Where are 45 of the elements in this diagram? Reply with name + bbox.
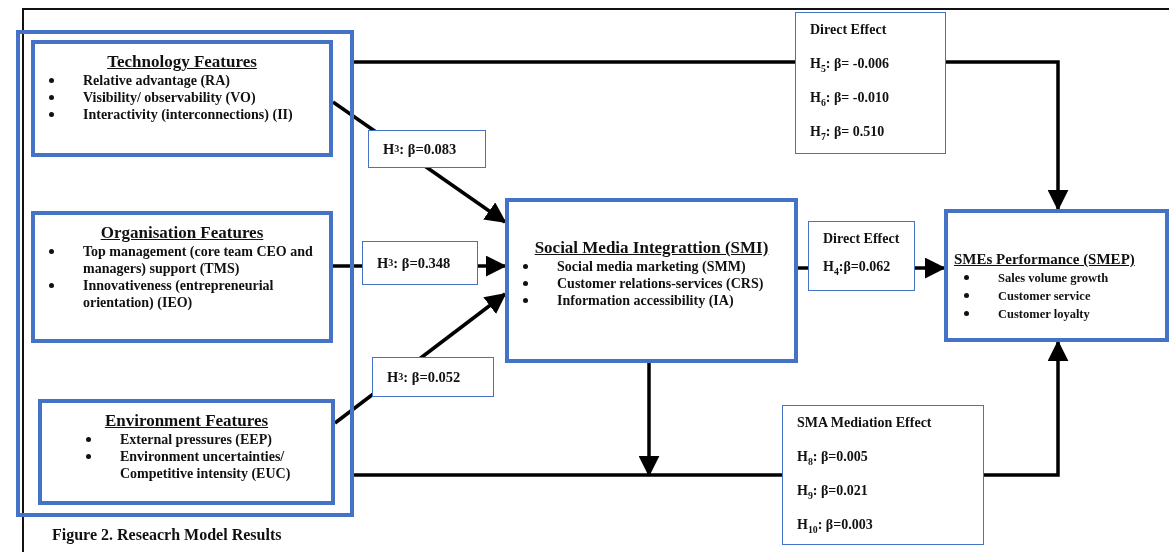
coefficient-text: H$_{7}$: β= 0.510 <box>810 123 886 141</box>
group-box <box>16 30 354 517</box>
arrow <box>946 60 1069 211</box>
coefficient-text: H$_{4}$:β=0.062 <box>823 258 892 276</box>
construct-heading: Social Media Integrattion (SMI) <box>533 238 770 258</box>
construct-box <box>505 198 798 363</box>
construct-heading: Organisation Features <box>99 223 265 243</box>
arrow <box>984 340 1069 477</box>
connector-line <box>798 266 808 270</box>
arrow <box>638 363 660 477</box>
list-item-text: External pressures (EEP) <box>120 432 272 447</box>
effect-box <box>795 12 946 154</box>
list-item-text: Social media marketing (SMM) <box>557 259 746 274</box>
effect-heading: Direct Effect <box>823 230 901 248</box>
connector-line <box>354 473 782 477</box>
list-item-text: Sales volume growth <box>998 271 1109 285</box>
coefficient-text: H$_{9}$: β=0.021 <box>797 482 869 500</box>
list-item-text: Information accessibility (IA) <box>557 293 734 308</box>
list-item-text: Customer service <box>998 289 1091 303</box>
list-item-text: Relative advantage (RA) <box>83 73 230 88</box>
list-item-text: Customer relations-services (CRS) <box>557 276 764 291</box>
effect-box <box>782 405 984 545</box>
construct-box <box>31 211 333 343</box>
list-item-text: Visibility/ observability (VO) <box>83 90 256 105</box>
list-item-text: Environment uncertainties/ Competitive intensity (EUC) <box>120 449 291 481</box>
coefficient-text: H$_{5}$: β= -0.006 <box>810 55 890 73</box>
effect-heading: SMA Mediation Effect <box>797 414 933 432</box>
arrow <box>915 257 946 279</box>
construct-box <box>944 209 1169 342</box>
list-item-text: Innovativeness (entrepreneurial orientation) (IEO) <box>83 278 274 310</box>
figure-caption: Figure 2. Reseacrh Model Results <box>52 526 282 544</box>
construct-heading: Environment Features <box>103 411 270 431</box>
coefficient-text: H$_{8}$: β=0.005 <box>797 448 869 466</box>
connector-line <box>354 60 795 64</box>
coefficient-text: H$_{6}$: β= -0.010 <box>810 89 890 107</box>
construct-box <box>31 40 333 157</box>
construct-box <box>38 399 335 505</box>
coefficient-text: H$_{10}$: β=0.003 <box>797 516 874 534</box>
list-item-text: Top management (core team CEO and managers) support (TMS) <box>83 244 313 276</box>
list-item-text: Interactivity (interconnections) (II) <box>83 107 293 122</box>
construct-heading: SMEs Performance (SMEP) <box>954 250 1136 269</box>
list-item-text: Customer loyalty <box>998 307 1090 321</box>
effect-box <box>808 221 915 291</box>
construct-heading: Technology Features <box>106 52 258 72</box>
effect-heading: Direct Effect <box>810 21 888 39</box>
